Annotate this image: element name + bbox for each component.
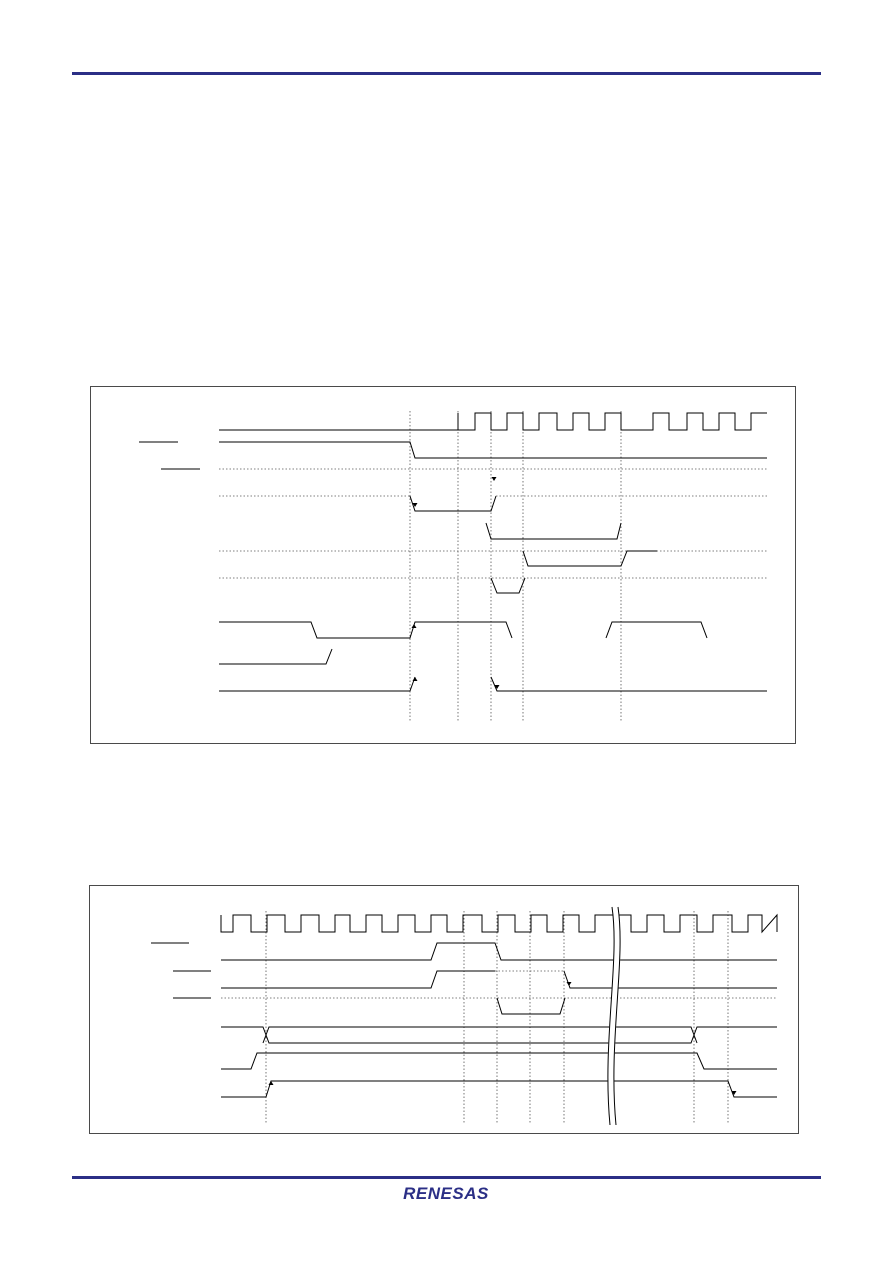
d2-signal-2: [221, 942, 777, 961]
d1-signal-10b: [490, 676, 767, 692]
d2-signal-5b: [262, 1026, 698, 1044]
d2-arrow: [566, 982, 572, 986]
header-rule: [72, 72, 821, 75]
d2-signal-7: [221, 1080, 777, 1098]
timing-diagram-1: [90, 386, 796, 744]
d1-clock-signal: [219, 412, 767, 431]
d1-arrow: [412, 503, 418, 507]
d2-arrow: [268, 1081, 274, 1085]
d1-arrow: [494, 685, 500, 689]
d2-signal-3: [221, 970, 495, 989]
d2-break-mark: [607, 906, 615, 1126]
d1-signal-7: [490, 577, 526, 594]
d2-break-mark: [613, 906, 621, 1126]
d2-clock-signal: [220, 913, 778, 934]
d1-signal-2: [219, 441, 767, 459]
d1-signal-4: [409, 495, 497, 512]
d1-signal-9: [219, 648, 333, 665]
d1-signal-8: [219, 621, 513, 639]
renesas-logo: RENESAS: [403, 1184, 489, 1203]
d1-arrow: [412, 677, 418, 681]
d2-signal-3b: [563, 970, 777, 989]
d2-signal-4: [496, 997, 566, 1015]
d2-signal-5: [221, 1026, 777, 1044]
d1-arrow: [411, 624, 417, 628]
footer-rule: [72, 1176, 821, 1179]
d1-signal-10: [219, 676, 416, 692]
d1-arrow: [491, 477, 497, 481]
d2-signal-6: [221, 1052, 777, 1070]
timing-diagram-2: [89, 885, 799, 1134]
timing-diagram-1-svg: [139, 411, 767, 721]
timing-diagram-2-svg: [151, 906, 778, 1126]
d2-break-mask: [607, 906, 621, 1126]
d1-signal-5: [485, 522, 622, 540]
d2-arrow: [731, 1091, 737, 1095]
d1-signal-6: [522, 550, 657, 567]
d1-signal-8b: [605, 621, 708, 639]
